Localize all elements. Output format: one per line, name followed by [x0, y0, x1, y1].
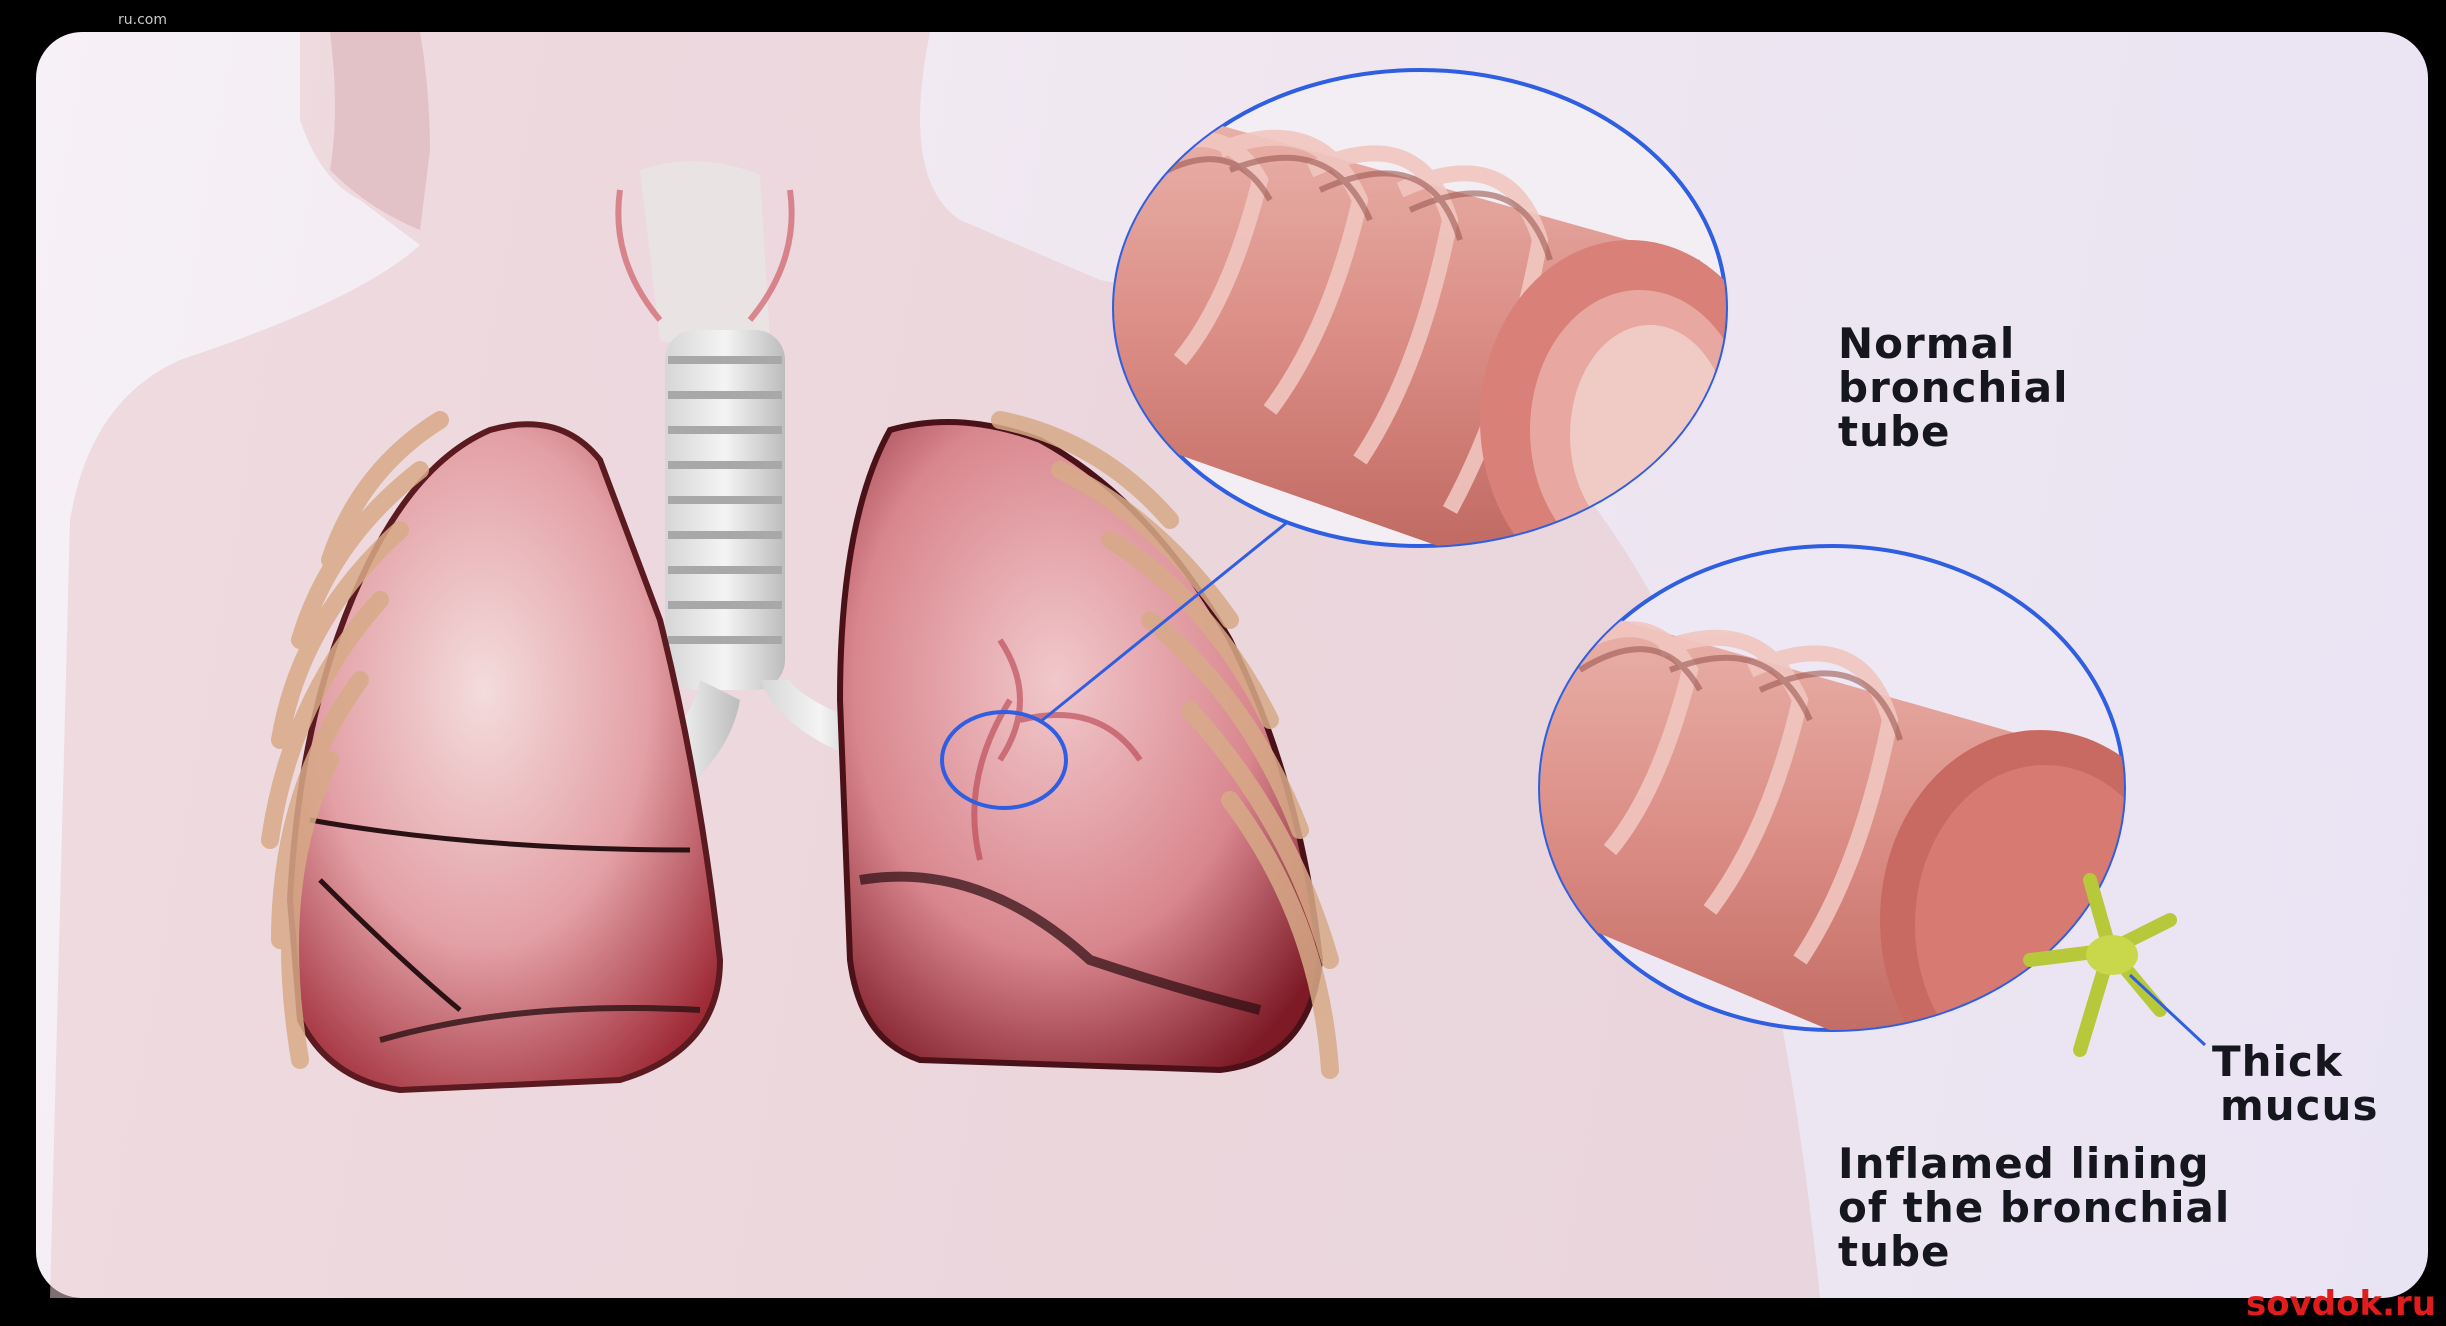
label-inflamed-lining: Inflamed lining of the bronchial tube	[1838, 1142, 2230, 1274]
label-line: mucus	[2212, 1084, 2378, 1128]
label-thick-mucus: Thick mucus	[2212, 1040, 2378, 1128]
watermark-top: ru.com	[118, 12, 167, 28]
label-line: bronchial	[1838, 366, 2068, 410]
label-line: of the bronchial	[1838, 1186, 2230, 1230]
label-line: tube	[1838, 410, 2068, 454]
mucus-pointer	[2130, 975, 2205, 1045]
label-line: tube	[1838, 1230, 2230, 1274]
label-line: Normal	[1838, 322, 2068, 366]
watermark: sovdok.ru	[2246, 1284, 2436, 1324]
label-line: Inflamed lining	[1838, 1142, 2230, 1186]
label-line: Thick	[2212, 1040, 2378, 1084]
label-normal-bronchial-tube: Normal bronchial tube	[1838, 322, 2068, 454]
